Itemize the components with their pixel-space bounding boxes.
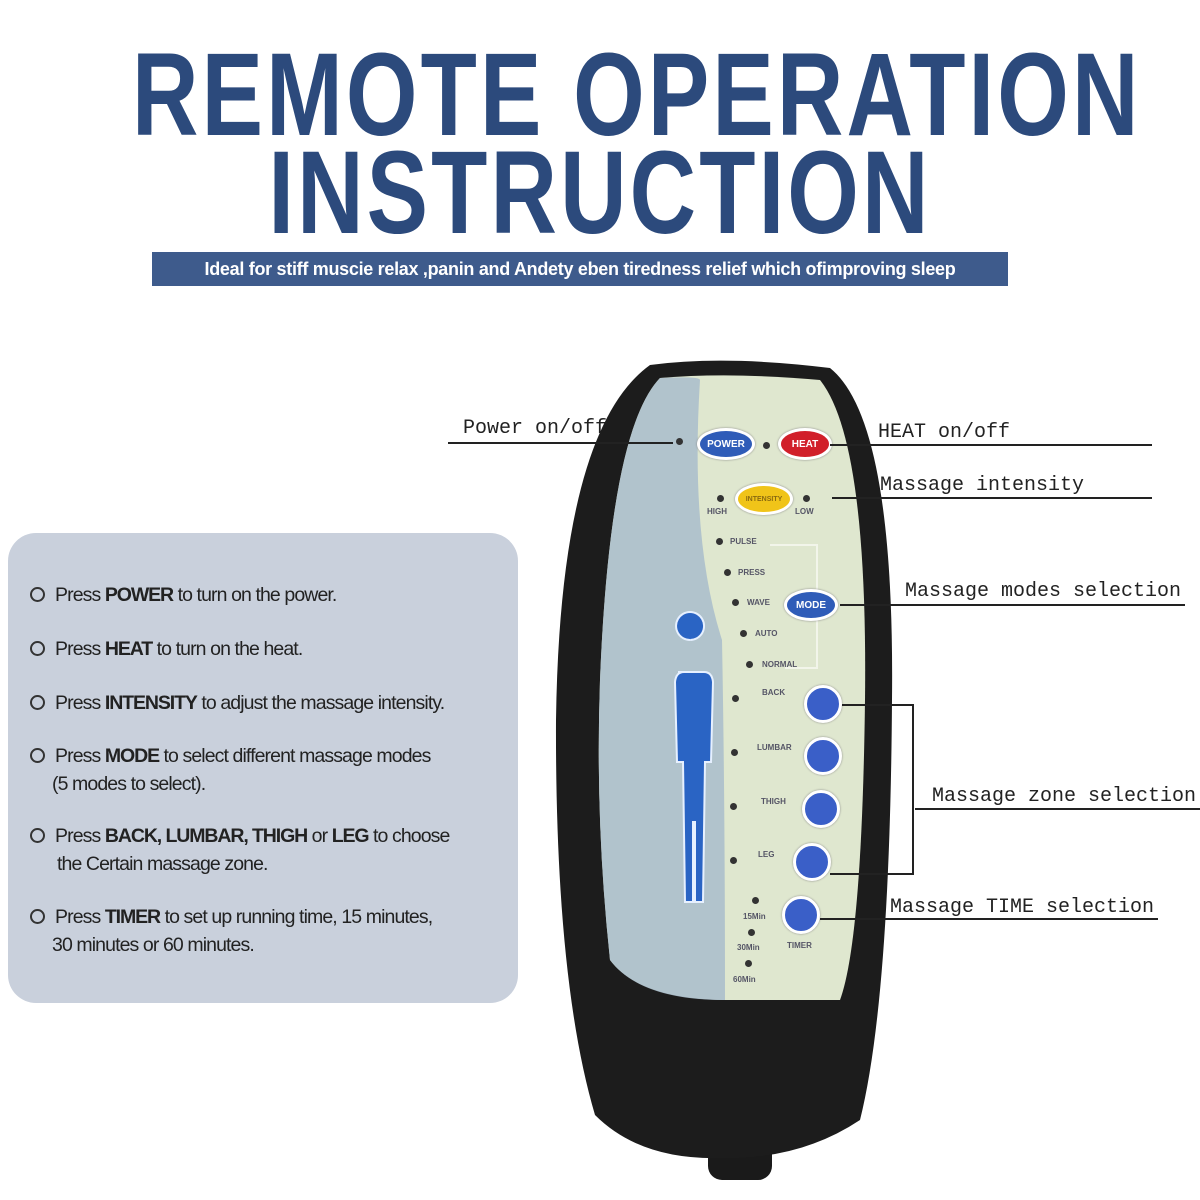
modes-annotation: Massage modes selection <box>905 580 1182 603</box>
high-led <box>717 495 724 502</box>
mode-label: AUTO <box>755 629 778 638</box>
step-power: Press POWER to turn on the power. <box>30 581 337 609</box>
bullet-circle-icon <box>30 748 45 763</box>
low-led <box>803 495 810 502</box>
power-button[interactable]: POWER <box>697 428 755 460</box>
bracket-line <box>842 704 914 706</box>
body-figure-icon <box>673 611 715 903</box>
heat-annotation: HEAT on/off <box>878 421 1011 444</box>
subtitle-banner: Ideal for stiff muscie relax ,panin and … <box>152 252 1008 286</box>
time-led <box>748 929 755 936</box>
mode-label: NORMAL <box>762 660 798 669</box>
leader-line <box>915 808 1200 810</box>
leader-line <box>820 918 1158 920</box>
bullet-circle-icon <box>30 587 45 602</box>
bracket-line <box>912 704 914 875</box>
zone-annotation: Massage zone selection <box>932 785 1197 808</box>
zone-led <box>730 857 737 864</box>
power-led <box>676 438 683 445</box>
step-heat: Press HEAT to turn on the heat. <box>30 635 303 663</box>
intensity-annotation: Massage intensity <box>880 474 1085 497</box>
zone-label: LEG <box>758 850 775 859</box>
mode-led <box>732 599 739 606</box>
step-mode: Press MODE to select different massage m… <box>30 742 431 798</box>
zone-led <box>731 749 738 756</box>
thigh-button[interactable] <box>802 790 840 828</box>
back-button[interactable] <box>804 685 842 723</box>
time-label: 15Min <box>743 912 766 921</box>
power-annotation: Power on/off <box>463 417 608 440</box>
mode-button[interactable]: MODE <box>784 589 838 621</box>
mode-led <box>724 569 731 576</box>
heat-button[interactable]: HEAT <box>778 428 832 460</box>
time-annotation: Massage TIME selection <box>890 896 1155 919</box>
step-timer: Press TIMER to set up running time, 15 m… <box>30 903 433 959</box>
title-line-2: INSTRUCTION <box>268 127 932 259</box>
time-label: 30Min <box>737 943 760 952</box>
bracket-line <box>830 873 914 875</box>
instructions-panel: Press POWER to turn on the power. Press … <box>8 533 518 1003</box>
mode-label: PULSE <box>730 537 757 546</box>
time-led <box>752 897 759 904</box>
bullet-circle-icon <box>30 828 45 843</box>
bullet-circle-icon <box>30 909 45 924</box>
mode-label: WAVE <box>747 598 770 607</box>
intensity-button[interactable]: INTENSITY <box>735 483 793 515</box>
leader-line <box>830 444 1152 446</box>
step-zone: Press BACK, LUMBAR, THIGH or LEG to choo… <box>30 822 450 878</box>
step-intensity: Press INTENSITY to adjust the massage in… <box>30 689 445 717</box>
mode-led <box>716 538 723 545</box>
leader-line <box>448 442 673 444</box>
mode-label: PRESS <box>738 568 766 577</box>
time-led <box>745 960 752 967</box>
heat-led <box>763 442 770 449</box>
leader-line <box>832 497 1152 499</box>
zone-led <box>732 695 739 702</box>
time-label: 60Min <box>733 975 756 984</box>
zone-label: LUMBAR <box>757 743 792 752</box>
zone-led <box>730 803 737 810</box>
mode-led <box>740 630 747 637</box>
bullet-circle-icon <box>30 641 45 656</box>
low-label: LOW <box>795 507 814 516</box>
leg-button[interactable] <box>793 843 831 881</box>
bullet-circle-icon <box>30 695 45 710</box>
timer-label: TIMER <box>787 941 812 950</box>
zone-label: BACK <box>762 688 786 697</box>
timer-button[interactable] <box>782 896 820 934</box>
zone-label: THIGH <box>761 797 786 806</box>
title-line-1: REMOTE OPERATION <box>132 29 1142 161</box>
high-label: HIGH <box>707 507 727 516</box>
lumbar-button[interactable] <box>804 737 842 775</box>
mode-led <box>746 661 753 668</box>
leader-line <box>840 604 1185 606</box>
